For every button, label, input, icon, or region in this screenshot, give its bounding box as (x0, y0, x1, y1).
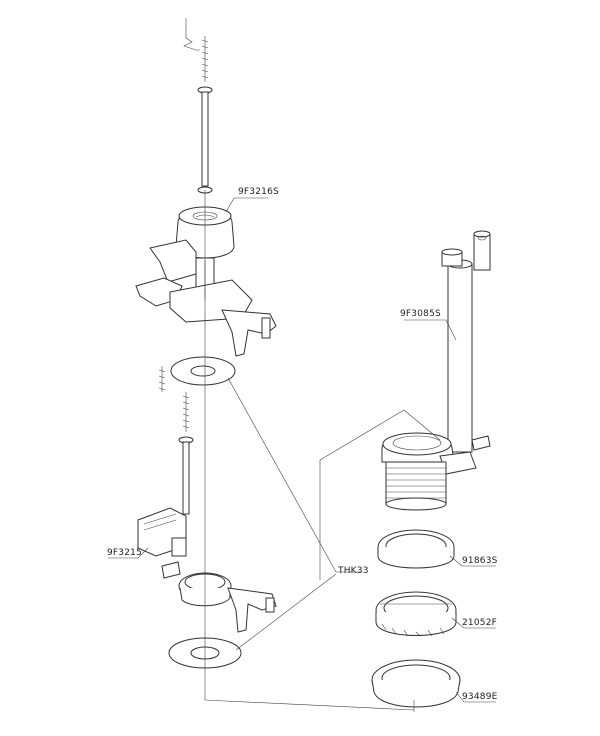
upper-valve-assembly (135, 206, 277, 357)
leader-lines (108, 197, 496, 712)
washer-ring (377, 529, 455, 569)
label-lock-nut: 21052F (462, 618, 498, 628)
label-washer-ring: 91863S (462, 556, 498, 566)
upper-screw (183, 18, 213, 194)
gasket (371, 659, 461, 708)
label-gasket: 93489E (462, 692, 498, 702)
label-overflow-tube: 9F3085S (400, 309, 441, 319)
label-washer-link: THK33 (338, 566, 369, 576)
label-upper-valve: 9F3216S (238, 187, 279, 197)
overflow-tube (381, 230, 491, 511)
upper-flat-washer (170, 356, 236, 386)
label-lower-valve: 9F3215 (107, 548, 143, 558)
lower-valve-assembly (137, 507, 277, 633)
lower-screw (158, 366, 194, 515)
lock-nut (375, 591, 457, 637)
